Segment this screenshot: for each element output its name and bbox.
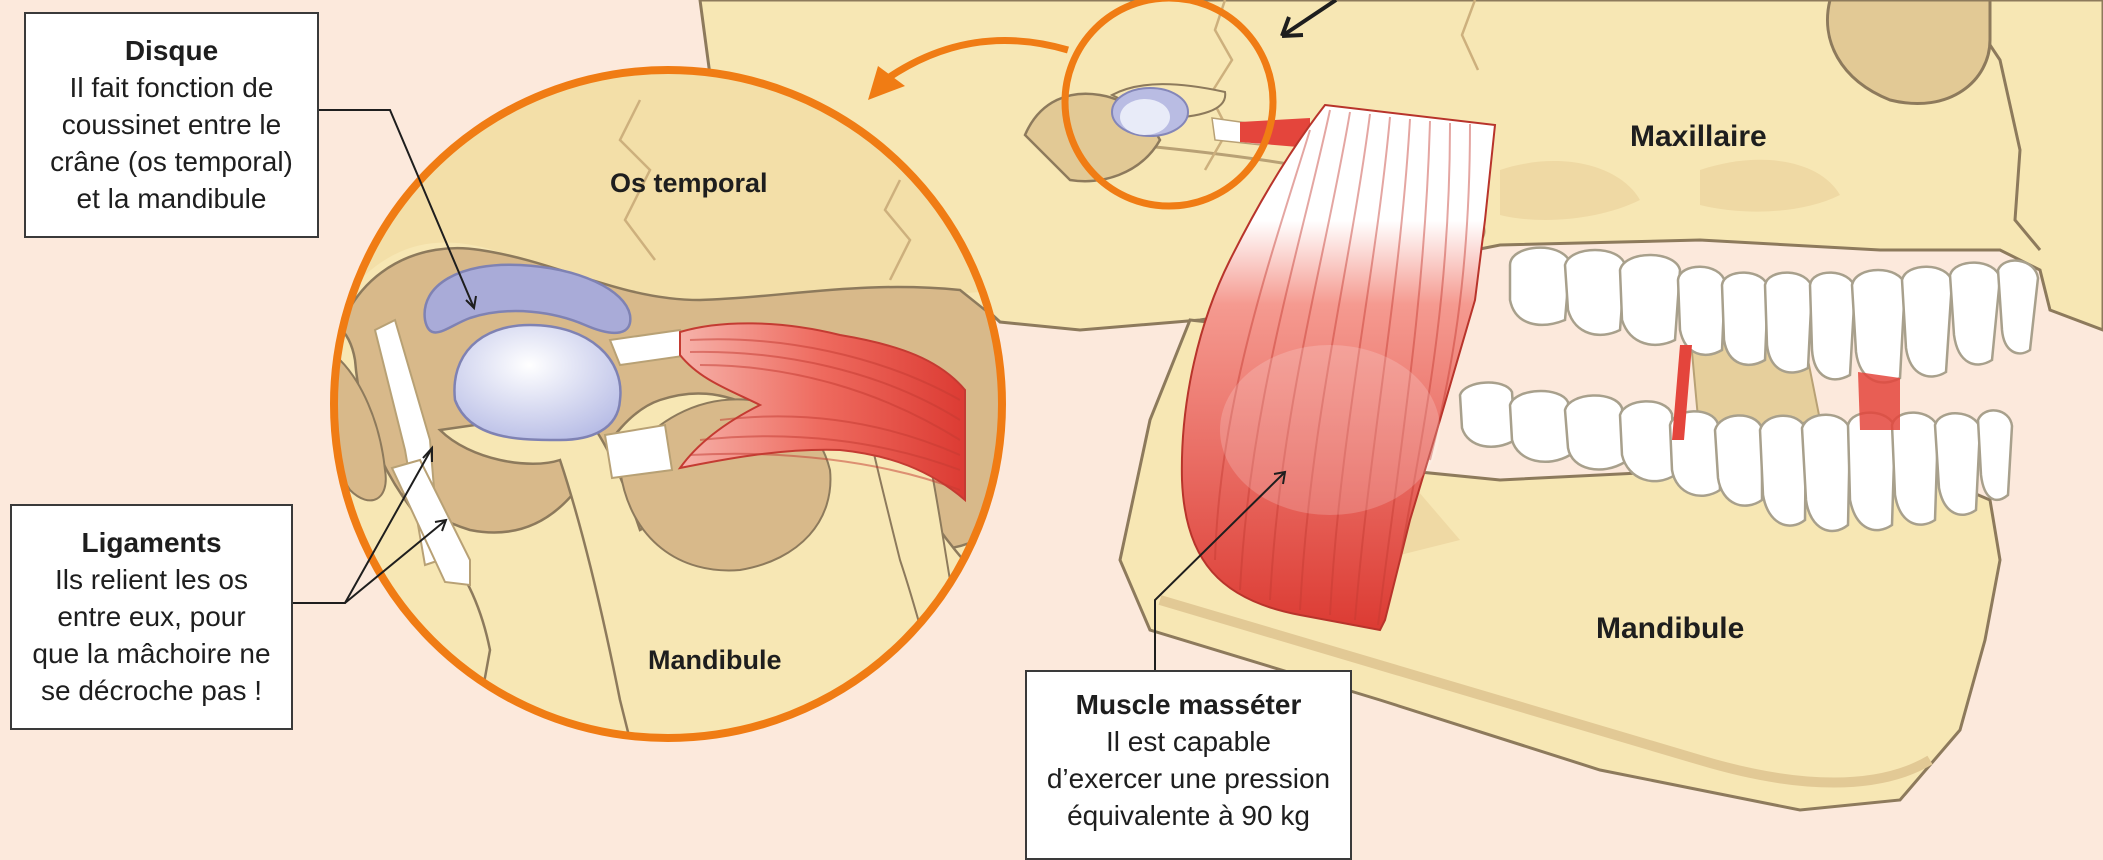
callout-masseter-text: Il est capable d’exercer une pression éq… (1027, 723, 1350, 834)
callout-ligaments-title: Ligaments (12, 524, 291, 561)
callout-masseter: Muscle masséter Il est capable d’exercer… (1025, 670, 1352, 860)
callout-ligaments-text: Ils relient les os entre eux, pour que l… (12, 561, 291, 709)
label-mandibule-zoom: Mandibule (648, 645, 782, 676)
callout-disque-text: Il fait fonction de coussinet entre le c… (26, 69, 317, 217)
label-maxillaire: Maxillaire (1630, 120, 1767, 154)
callout-ligaments: Ligaments Ils relient les os entre eux, … (10, 504, 293, 730)
callout-masseter-title: Muscle masséter (1027, 686, 1350, 723)
callout-disque-title: Disque (26, 32, 317, 69)
label-os-temporal: Os temporal (610, 168, 768, 199)
callout-disque: Disque Il fait fonction de coussinet ent… (24, 12, 319, 238)
upper-teeth (1510, 248, 2038, 383)
label-mandibule: Mandibule (1596, 612, 1744, 646)
